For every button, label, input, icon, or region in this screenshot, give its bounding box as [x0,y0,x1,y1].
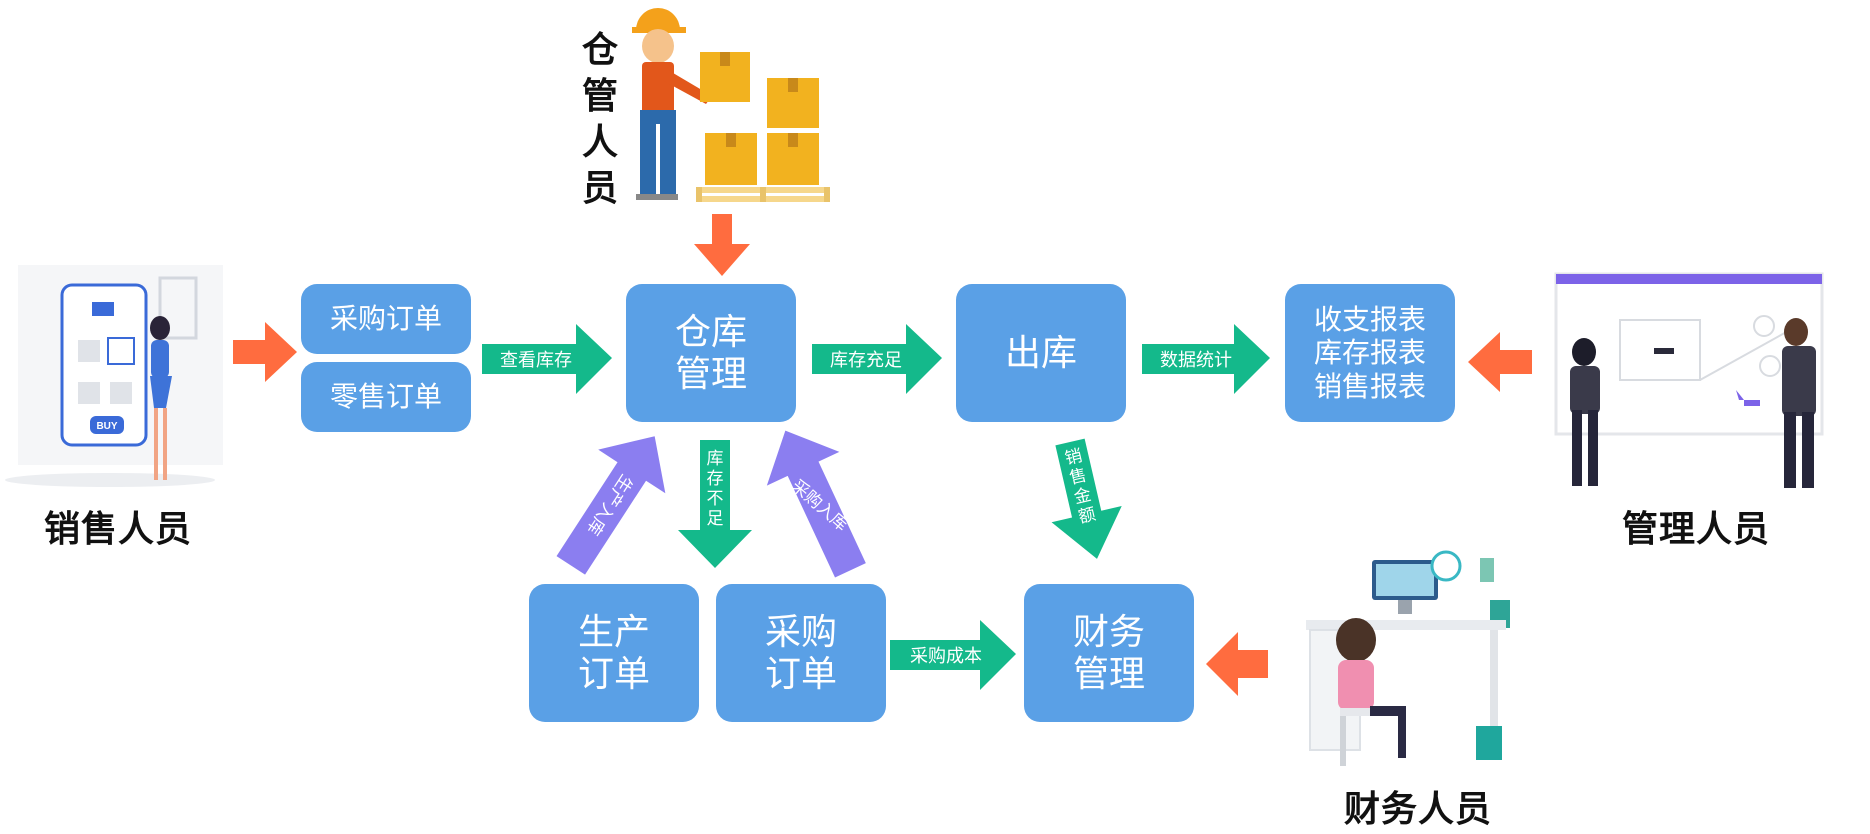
production-in-arrow: 生产入库 [556,436,666,575]
purchase-order-box[interactable]: 采购订单 [301,284,471,354]
finance-management-label-line1: 财务 [1072,610,1145,652]
finance-arrow [1206,632,1268,696]
svg-text:销: 销 [1063,446,1084,468]
finance-management-label-line2: 管理 [1072,653,1145,694]
stock-sufficient-label: 库存充足 [830,350,902,370]
svg-text:额: 额 [1077,504,1098,526]
check-stock-arrow [482,324,612,394]
purchase-order-box-2[interactable]: 采购 订单 [716,584,886,722]
svg-text:售: 售 [1068,465,1089,487]
purchase-order-2-label-line1: 采购 [764,610,837,652]
buy-button-label: BUY [96,421,117,432]
check-stock-label: 查看库存 [500,350,572,370]
sales-amount-arrow: 销 售 金 额 [1051,438,1122,559]
production-order-label-line1: 生产 [577,610,650,652]
warehouse-staff-label: 仓 管 人 员 [581,30,618,210]
production-order-box[interactable]: 生产 订单 [529,584,699,722]
sales-arrow [233,322,297,382]
warehouse-staff-arrow [694,214,750,276]
outbound-label: 出库 [1004,331,1077,373]
purchase-in-arrow: 采购入库 [766,430,866,578]
data-stats-label: 数据统计 [1160,350,1232,370]
sales-amount-label: 销 售 金 额 [1063,446,1097,527]
svg-text:足: 足 [707,509,724,528]
finance-staff-label: 财务人员 [1344,789,1493,830]
svg-text:库: 库 [707,449,724,468]
sales-staff-label: 销售人员 [44,509,193,550]
sales-person-illustration: BUY [5,265,223,487]
retail-order-box[interactable]: 零售订单 [301,362,471,432]
purchase-order-label: 采购订单 [329,303,442,335]
stock-short-arrow [678,440,752,568]
svg-text:存: 存 [707,469,724,488]
purchase-cost-arrow [890,620,1016,690]
reports-box[interactable]: 收支报表 库存报表 销售报表 [1285,284,1455,422]
sales-report-label: 销售报表 [1313,370,1426,402]
management-arrow [1468,332,1532,392]
stock-sufficient-arrow [812,324,942,394]
finance-management-box[interactable]: 财务 管理 [1024,584,1194,722]
purchase-order-2-label-line2: 订单 [764,653,837,694]
management-staff-label: 管理人员 [1622,509,1771,550]
warehouse-management-label-line2: 管理 [674,353,747,394]
finance-person-illustration [1306,550,1510,766]
svg-text:不: 不 [707,489,724,508]
warehouse-management-box[interactable]: 仓库 管理 [626,284,796,422]
warehouse-worker-illustration [632,8,830,202]
purchase-cost-label: 采购成本 [910,646,982,666]
data-stats-arrow [1142,324,1270,394]
svg-text:金: 金 [1072,485,1093,507]
income-expense-report-label: 收支报表 [1313,304,1426,336]
retail-order-label: 零售订单 [329,381,442,413]
inventory-report-label: 库存报表 [1313,337,1426,369]
warehouse-management-label-line1: 仓库 [674,310,747,352]
management-people-illustration [1554,272,1824,488]
outbound-box[interactable]: 出库 [956,284,1126,422]
stock-short-label: 库 存 不 足 [707,449,724,528]
production-order-label-line2: 订单 [577,653,650,694]
